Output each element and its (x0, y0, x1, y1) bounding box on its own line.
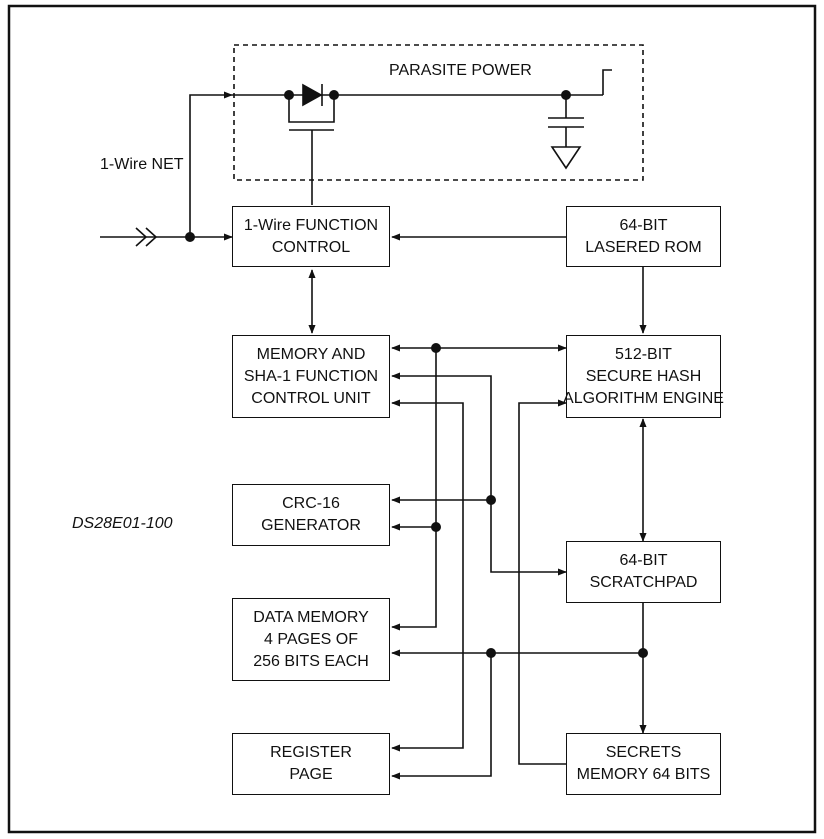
block-line: LASERED ROM (585, 238, 702, 256)
function-control-block: 1-Wire FUNCTION CONTROL (232, 206, 390, 267)
block-line: CONTROL (271, 238, 351, 256)
parasite-power-region (233, 44, 644, 181)
block-line: 1-Wire FUNCTION (243, 216, 379, 234)
block-line: CRC-16 (282, 495, 340, 512)
block-line: MEMORY 64 BITS (576, 766, 711, 783)
block-line: 4 PAGES OF (264, 630, 358, 648)
block-line: 256 BITS EACH (253, 652, 369, 670)
bus-to-register-page (391, 653, 492, 780)
block-line: 512-BIT (615, 345, 672, 363)
memory-control-block: MEMORY AND SHA-1 FUNCTION CONTROL UNIT (232, 335, 390, 418)
register-page-block: REGISTER PAGE (232, 733, 390, 795)
scratchpad-block: 64-BIT SCRATCHPAD (566, 541, 721, 603)
crc16-block: CRC-16 GENERATOR (232, 484, 390, 546)
secrets-to-sha-arrow (518, 399, 567, 765)
parasite-power-label: PARASITE POWER (389, 62, 532, 79)
secrets-memory-block: SECRETS MEMORY 64 BITS (566, 733, 721, 795)
block-line: ALGORITHM ENGINE (563, 389, 724, 407)
bus-to-data-memory (391, 348, 437, 631)
junction-dots (185, 90, 648, 658)
diode-icon (302, 83, 323, 107)
block-line: SCRATCHPAD (589, 574, 698, 591)
scratchpad-to-data-memory (391, 603, 644, 657)
net-to-parasite-arrow (189, 91, 233, 237)
block-line: PAGE (289, 766, 333, 783)
block-line: MEMORY AND (256, 345, 366, 363)
vdd-terminal (602, 69, 612, 95)
block-line: DATA MEMORY (253, 608, 369, 626)
net-label: 1-Wire NET (100, 156, 184, 173)
block-line: SECURE HASH (585, 367, 702, 385)
block-line: 64-BIT (619, 552, 668, 569)
mosfet-body (288, 95, 335, 123)
block-line: CONTROL UNIT (251, 389, 371, 407)
block-line: SHA-1 FUNCTION (243, 367, 379, 385)
net-connector-symbol (135, 227, 158, 247)
memctl-register-arrow (391, 399, 464, 752)
block-line: REGISTER (270, 744, 352, 761)
ground-icon (550, 146, 582, 170)
memctl-scratchpad-arrow (391, 372, 567, 576)
block-line: 64-BIT (619, 216, 668, 234)
block-line: GENERATOR (261, 517, 361, 534)
outer-frame (7, 4, 817, 834)
block-line: SECRETS (605, 744, 682, 761)
lasered-rom-block: 64-BIT LASERED ROM (566, 206, 721, 267)
sha-engine-block: 512-BIT SECURE HASH ALGORITHM ENGINE (563, 335, 724, 418)
part-number-label: DS28E01-100 (72, 515, 173, 532)
data-memory-block: DATA MEMORY 4 PAGES OF 256 BITS EACH (232, 598, 390, 681)
